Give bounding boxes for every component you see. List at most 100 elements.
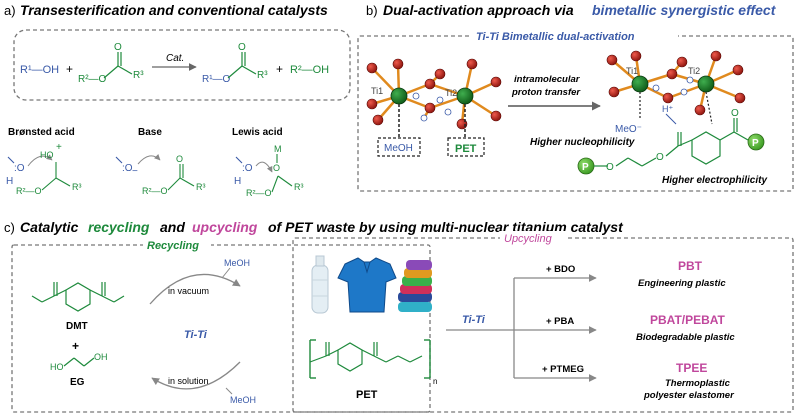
desc-tpee-1: Thermoplastic	[665, 378, 731, 389]
dual-activation-box	[357, 35, 794, 192]
svg-text:OH: OH	[94, 352, 108, 362]
recycling-label: Recycling	[147, 240, 199, 252]
panel-c-heading-recycling: recycling	[88, 219, 150, 235]
lewis-structure: M O :O H R²—O R³	[234, 144, 304, 198]
recycling-box	[11, 244, 431, 413]
ti-ti-complex-left: Ti1 Ti2 MeOH PET	[366, 58, 502, 157]
catalyst-lewis: Lewis acid	[232, 127, 283, 138]
svg-text:O: O	[731, 108, 739, 119]
arrow-label-2: proton transfer	[511, 87, 581, 98]
higher-electrophilicity: Higher electrophilicity	[662, 175, 767, 186]
recycle-plus: +	[72, 339, 79, 353]
subscript-n: n	[433, 377, 437, 386]
ti2-label-right: Ti2	[688, 66, 700, 76]
base-structure: :O − R²—O O R³	[115, 154, 206, 196]
h-plus: H⁺	[662, 104, 673, 114]
r2-oh: R²—OH	[290, 64, 329, 76]
product-o: O	[238, 42, 246, 53]
desc-tpee-2: polyester elastomer	[643, 390, 735, 401]
svg-text:R²—O: R²—O	[142, 186, 168, 196]
ti2-atom	[456, 87, 474, 105]
svg-text::O: :O	[242, 163, 253, 174]
ti2-atom-right	[697, 75, 715, 93]
ester-o: O	[114, 42, 122, 53]
svg-text:H: H	[234, 176, 241, 187]
panel-b: b) Dual-activation approach via bimetall…	[357, 2, 794, 192]
ti2-label-left: Ti2	[445, 88, 457, 98]
higher-nucleophilicity: Higher nucleophilicity	[530, 137, 635, 148]
dmt-structure: HO	[31, 282, 125, 312]
pet-label-c: PET	[356, 389, 378, 401]
in-solution: in solution	[168, 376, 209, 386]
p-sphere-right	[747, 133, 765, 151]
dmt-label: DMT	[66, 321, 88, 332]
panel-a: a) Transesterification and conventional …	[4, 2, 351, 198]
panel-a-heading: Transesterification and conventional cat…	[20, 2, 328, 18]
svg-text:O: O	[176, 154, 183, 164]
ti-ti-arrow-label: Ti-Ti	[462, 314, 486, 326]
pet-bottle-image	[311, 255, 329, 314]
panel-c-heading-3: of PET waste by using multi-nuclear tita…	[268, 219, 624, 235]
ester-r3: R³	[133, 70, 144, 81]
svg-text:O: O	[656, 152, 664, 163]
product-r3: R³	[257, 70, 268, 81]
svg-text:R³: R³	[72, 182, 82, 192]
meoh-top: MeOH	[224, 258, 250, 268]
plus-2: +	[276, 62, 283, 76]
panel-c-heading-1: Catalytic	[20, 219, 79, 235]
ti-ti-complex-right: Ti1 Ti2 MeO⁻ H⁺	[606, 50, 746, 135]
panel-c-heading-2: and	[160, 219, 185, 235]
reagent-pba: + PBA	[546, 316, 574, 327]
svg-text:O: O	[606, 162, 614, 173]
cycle-arrow-bottom	[151, 361, 241, 390]
reagent-ptmeg: + PTMEG	[542, 364, 584, 375]
ti1-label-right: Ti1	[626, 66, 638, 76]
svg-text:P: P	[582, 162, 589, 173]
svg-text:+: +	[56, 142, 62, 153]
panel-b-heading-highlight: bimetallic synergistic effect	[592, 2, 777, 18]
catalyst-base: Base	[138, 127, 162, 138]
svg-text:R³: R³	[294, 182, 304, 192]
svg-text::O: :O	[122, 163, 133, 174]
pet-fragment-b: P O O O P	[577, 108, 765, 175]
plus-1: +	[66, 62, 73, 76]
desc-pbt: Engineering plastic	[638, 278, 726, 289]
eg-label: EG	[70, 377, 85, 388]
ester-r2o: R²—O	[78, 74, 107, 85]
meoh-bottom: MeOH	[230, 395, 256, 405]
panel-b-prefix: b)	[366, 3, 378, 18]
product-r1o: R¹—O	[202, 74, 231, 85]
ti1-atom	[390, 87, 408, 105]
bronsted-structure: :O H HO + R²—O R³	[6, 142, 82, 196]
svg-text::O: :O	[14, 163, 25, 174]
svg-text:O: O	[273, 163, 280, 173]
eg-structure: HO OH	[50, 352, 108, 372]
product-pbt: PBT	[678, 259, 703, 273]
reaction-box	[13, 29, 351, 101]
svg-text:HO: HO	[40, 150, 54, 160]
svg-text:HO: HO	[50, 362, 64, 372]
panel-a-prefix: a)	[4, 3, 16, 18]
svg-text:R³: R³	[196, 182, 206, 192]
panel-c-prefix: c)	[4, 220, 15, 235]
catalyst-bronsted: Brønsted acid	[8, 127, 75, 138]
reagent-bdo: + BDO	[546, 264, 575, 275]
product-pbat: PBAT/PEBAT	[650, 313, 726, 327]
ester-product: R¹—O O R³	[202, 42, 268, 85]
ti1-atom-right	[631, 75, 649, 93]
svg-text:H: H	[6, 176, 13, 187]
svg-text:R²—O: R²—O	[246, 188, 272, 198]
ester-reactant: R²—O O R³	[78, 42, 144, 85]
meoh-box	[377, 137, 421, 157]
pet-box	[447, 137, 485, 157]
upcycling-label: Upcycling	[504, 233, 553, 245]
svg-text:M: M	[274, 144, 282, 154]
in-vacuum: in vacuum	[168, 286, 209, 296]
arrow-label-1: intramolecular	[514, 74, 581, 85]
desc-pbat: Biodegradable plastic	[636, 332, 735, 343]
svg-text:−: −	[132, 166, 138, 177]
meoh-label: MeOH	[384, 143, 413, 154]
svg-text:P: P	[752, 138, 759, 149]
svg-text:R²—O: R²—O	[16, 186, 42, 196]
